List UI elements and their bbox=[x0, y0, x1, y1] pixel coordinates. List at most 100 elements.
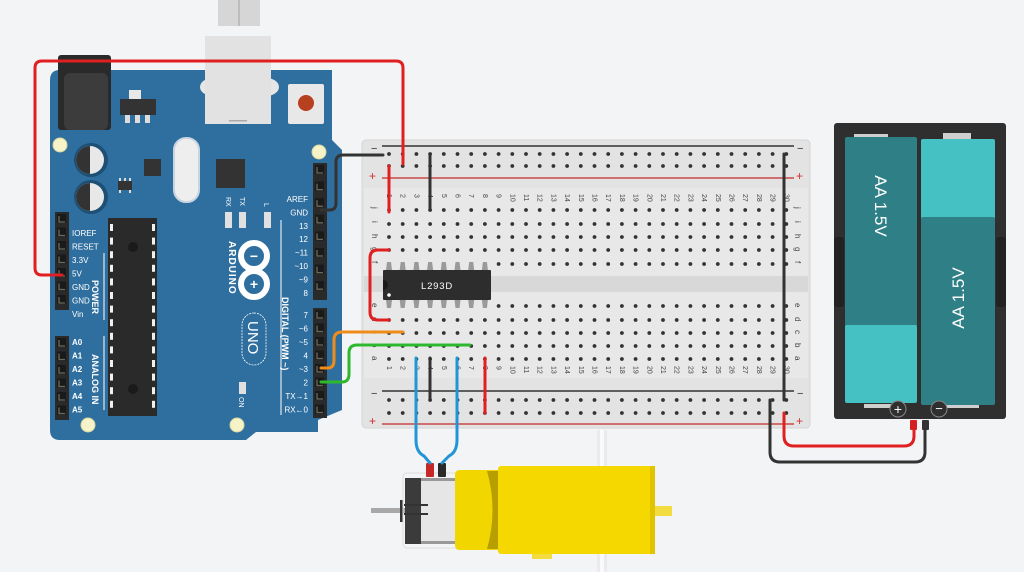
header-pin[interactable] bbox=[315, 310, 324, 319]
breadboard-hole[interactable] bbox=[551, 344, 556, 348]
breadboard-hole[interactable] bbox=[551, 331, 556, 335]
breadboard-hole[interactable] bbox=[428, 248, 432, 252]
breadboard-hole[interactable] bbox=[551, 398, 556, 402]
breadboard-hole[interactable] bbox=[387, 411, 391, 415]
breadboard-hole[interactable] bbox=[606, 164, 611, 168]
breadboard-hole[interactable] bbox=[743, 152, 748, 156]
breadboard-hole[interactable] bbox=[469, 318, 474, 322]
breadboard-hole[interactable] bbox=[537, 304, 542, 308]
breadboard-hole[interactable] bbox=[578, 318, 583, 322]
breadboard-hole[interactable] bbox=[510, 235, 515, 239]
breadboard-hole[interactable] bbox=[729, 331, 734, 335]
breadboard-hole[interactable] bbox=[633, 262, 638, 266]
reset-button[interactable] bbox=[288, 84, 324, 124]
header-pin[interactable] bbox=[57, 351, 66, 361]
breadboard-hole[interactable] bbox=[578, 331, 583, 335]
breadboard-hole[interactable] bbox=[414, 331, 419, 335]
breadboard-hole[interactable] bbox=[606, 344, 611, 348]
breadboard-hole[interactable] bbox=[524, 164, 528, 168]
breadboard-hole[interactable] bbox=[441, 331, 446, 335]
breadboard-hole[interactable] bbox=[620, 222, 624, 226]
breadboard-hole[interactable] bbox=[743, 164, 748, 168]
breadboard-hole[interactable] bbox=[661, 398, 665, 402]
breadboard-hole[interactable] bbox=[757, 398, 761, 402]
breadboard-hole[interactable] bbox=[702, 304, 706, 308]
wire-pin3-to-chip[interactable] bbox=[319, 330, 405, 370]
breadboard-hole[interactable] bbox=[551, 411, 556, 415]
breadboard-hole[interactable] bbox=[606, 357, 611, 361]
breadboard-hole[interactable] bbox=[715, 357, 720, 361]
breadboard-hole[interactable] bbox=[578, 411, 583, 415]
motor-terminal-1[interactable] bbox=[426, 463, 434, 477]
breadboard-hole[interactable] bbox=[387, 152, 391, 156]
breadboard-hole[interactable] bbox=[551, 304, 556, 308]
breadboard-hole[interactable] bbox=[469, 208, 474, 212]
breadboard-hole[interactable] bbox=[524, 344, 528, 348]
breadboard-hole[interactable] bbox=[565, 398, 569, 402]
breadboard-hole[interactable] bbox=[537, 357, 542, 361]
breadboard-hole[interactable] bbox=[729, 344, 734, 348]
breadboard-hole[interactable] bbox=[702, 357, 706, 361]
breadboard-hole[interactable] bbox=[469, 222, 474, 226]
breadboard-hole[interactable] bbox=[661, 222, 665, 226]
breadboard-hole[interactable] bbox=[496, 164, 501, 168]
wire-pin2-to-chip[interactable] bbox=[319, 343, 472, 384]
breadboard-hole[interactable] bbox=[688, 152, 693, 156]
breadboard-hole[interactable] bbox=[414, 318, 419, 322]
breadboard-hole[interactable] bbox=[633, 304, 638, 308]
breadboard-hole[interactable] bbox=[757, 304, 761, 308]
breadboard-hole[interactable] bbox=[757, 164, 761, 168]
header-pin[interactable] bbox=[57, 268, 66, 277]
breadboard-hole[interactable] bbox=[647, 222, 652, 226]
breadboard-hole[interactable] bbox=[578, 357, 583, 361]
breadboard-hole[interactable] bbox=[770, 235, 775, 239]
breadboard-hole[interactable] bbox=[633, 164, 638, 168]
breadboard-hole[interactable] bbox=[592, 235, 597, 239]
breadboard-hole[interactable] bbox=[565, 262, 569, 266]
breadboard-hole[interactable] bbox=[743, 208, 748, 212]
breadboard-hole[interactable] bbox=[524, 222, 528, 226]
breadboard-hole[interactable] bbox=[606, 411, 611, 415]
breadboard-hole[interactable] bbox=[620, 152, 624, 156]
breadboard-hole[interactable] bbox=[455, 152, 460, 156]
breadboard-hole[interactable] bbox=[715, 208, 720, 212]
breadboard-hole[interactable] bbox=[592, 152, 597, 156]
breadboard-hole[interactable] bbox=[729, 411, 734, 415]
breadboard-hole[interactable] bbox=[770, 164, 775, 168]
breadboard-hole[interactable] bbox=[620, 411, 624, 415]
breadboard-hole[interactable] bbox=[469, 398, 474, 402]
breadboard-hole[interactable] bbox=[565, 344, 569, 348]
breadboard-hole[interactable] bbox=[715, 331, 720, 335]
breadboard-hole[interactable] bbox=[620, 318, 624, 322]
breadboard-hole[interactable] bbox=[715, 262, 720, 266]
breadboard-hole[interactable] bbox=[633, 248, 638, 252]
breadboard-hole[interactable] bbox=[674, 318, 679, 322]
breadboard-hole[interactable] bbox=[757, 318, 761, 322]
breadboard-hole[interactable] bbox=[496, 304, 501, 308]
breadboard-hole[interactable] bbox=[510, 318, 515, 322]
breadboard-hole[interactable] bbox=[620, 331, 624, 335]
breadboard-hole[interactable] bbox=[674, 222, 679, 226]
breadboard-hole[interactable] bbox=[565, 152, 569, 156]
breadboard-hole[interactable] bbox=[428, 411, 432, 415]
breadboard-hole[interactable] bbox=[400, 248, 405, 252]
breadboard-hole[interactable] bbox=[565, 318, 569, 322]
breadboard-hole[interactable] bbox=[702, 152, 706, 156]
breadboard-hole[interactable] bbox=[414, 208, 419, 212]
breadboard-hole[interactable] bbox=[702, 248, 706, 252]
breadboard-hole[interactable] bbox=[483, 152, 487, 156]
battery-pack[interactable]: AA 1.5V AA 1.5V + − bbox=[834, 123, 1006, 430]
breadboard-hole[interactable] bbox=[469, 235, 474, 239]
breadboard-hole[interactable] bbox=[510, 331, 515, 335]
breadboard-hole[interactable] bbox=[757, 262, 761, 266]
header-pin[interactable] bbox=[57, 378, 66, 388]
breadboard-hole[interactable] bbox=[715, 248, 720, 252]
breadboard-hole[interactable] bbox=[565, 304, 569, 308]
breadboard-hole[interactable] bbox=[592, 164, 597, 168]
breadboard-hole[interactable] bbox=[510, 357, 515, 361]
breadboard-hole[interactable] bbox=[674, 164, 679, 168]
wire-5v-to-plus-rail[interactable] bbox=[33, 59, 405, 277]
breadboard-hole[interactable] bbox=[524, 262, 528, 266]
breadboard-hole[interactable] bbox=[729, 398, 734, 402]
breadboard-hole[interactable] bbox=[496, 411, 501, 415]
